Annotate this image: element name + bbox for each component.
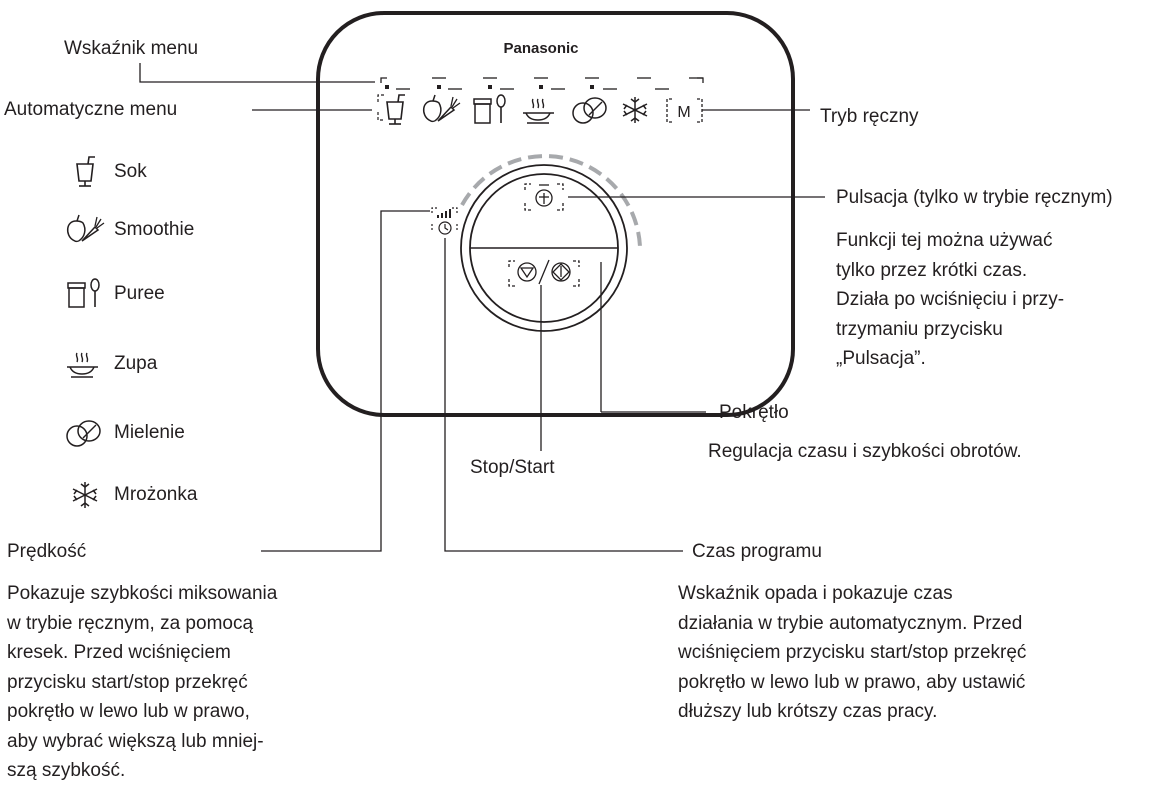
legend-item-grind: Mielenie [62,416,185,450]
dial-title: Pokrętło [719,402,789,423]
legend-item-soup: Zupa [62,347,157,381]
time-speed-arc [460,154,642,248]
auto-menu-label: Automatyczne menu [4,99,178,120]
timer-icon [431,221,458,235]
stop-start-button[interactable] [508,259,580,287]
speed-description: Pokazuje szybkości miksowania w trybie r… [7,583,278,781]
panel-frozen-icon[interactable] [622,96,648,124]
juice-cup-icon [62,155,108,189]
program-time-description: Wskaźnik opada i pokazuje czas działania… [678,583,1027,722]
pulse-description: Funkcji tej można używać tylko przez kró… [836,230,1065,369]
menu-indicator-label: Wskaźnik menu [64,38,199,59]
panel-soup-icon[interactable] [522,98,555,124]
panel-puree-icon[interactable] [473,94,506,124]
dial-description: Regulacja czasu i szybkości obrotów. [708,441,1022,462]
legend-item-smoothie: Smoothie [62,213,194,247]
panel-smoothie-icon[interactable] [422,94,461,123]
stop-start-label: Stop/Start [470,457,555,478]
menu-indicator-strip [380,77,704,90]
snowflake-icon [62,478,108,512]
legend-item-frozen: Mrożonka [62,478,197,512]
leader-lines [139,63,825,552]
speed-indicator [431,207,458,218]
pulse-title: Pulsacja (tylko w trybie ręcznym) [836,187,1113,208]
jar-spoon-icon [62,277,108,311]
panel-juice-icon[interactable] [386,94,406,125]
manual-mode-button[interactable]: M [677,104,690,121]
legend-item-juice: Sok [62,155,147,189]
dial-knob[interactable] [460,164,628,332]
fruit-carrot-icon [62,213,108,247]
panel-grind-icon[interactable] [572,97,607,124]
grinding-beans-icon [62,416,108,450]
pulse-button[interactable] [524,183,564,211]
appliance-outline [316,11,795,417]
manual-mode-label: Tryb ręczny [820,106,919,127]
brand-logo: Panasonic [503,40,578,57]
panel-menu-icons: M [377,94,703,125]
soup-bowl-icon [62,347,108,381]
speed-title: Prędkość [7,541,87,562]
program-time-title: Czas programu [692,541,822,562]
legend-item-puree: Puree [62,277,165,311]
